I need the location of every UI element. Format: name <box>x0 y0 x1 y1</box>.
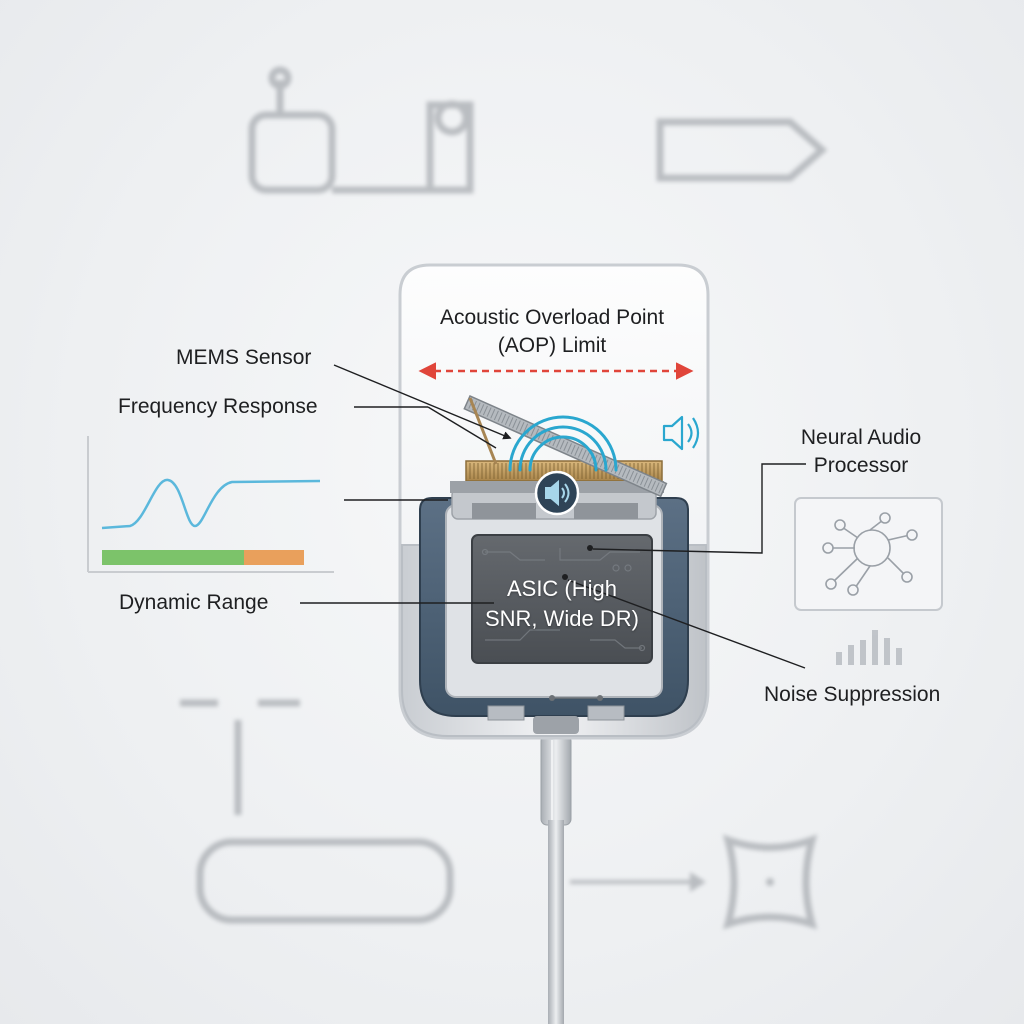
neural-label-line2: Processor <box>813 454 909 477</box>
neural-panel-frame <box>794 497 943 611</box>
mems-leader <box>333 364 512 440</box>
bg-arrow-shape-icon <box>656 118 828 182</box>
bracket-slot-left <box>472 503 536 519</box>
asic-chip-body <box>471 534 653 664</box>
asic-label-line2: SNR, Wide DR) <box>484 606 639 631</box>
sound-waves <box>508 415 618 472</box>
neural-network-panel <box>794 497 943 611</box>
speaker-wave-icon <box>545 479 570 507</box>
mems-sensor-label: MEMS Sensor <box>176 346 312 369</box>
asic-label: ASIC (High SNR, Wide DR) <box>472 574 652 634</box>
dynamic-range-green-bar <box>102 550 244 565</box>
noise-suppression-label: Noise Suppression <box>764 683 941 706</box>
bg-puzzle-icon <box>570 834 818 930</box>
bottom-tab-right <box>587 705 625 721</box>
frequency-curve <box>101 478 321 530</box>
bg-rounded-bar-icon <box>180 699 454 924</box>
equalizer-bars-icon <box>836 630 902 665</box>
aop-label-line2: (AOP) Limit <box>497 334 607 357</box>
noise-leader <box>567 579 806 669</box>
usb-cable <box>540 734 572 1024</box>
neural-label-line1: Neural Audio <box>800 426 922 449</box>
dynamic-range-label: Dynamic Range <box>119 591 269 614</box>
bottom-tab-left <box>487 705 525 721</box>
chip-traces <box>481 548 646 652</box>
asic-chip <box>471 534 653 664</box>
cable-connector <box>533 716 579 734</box>
speaker-badge <box>534 470 580 516</box>
side-speaker-icon <box>662 415 700 451</box>
noise-pointer-dot <box>562 574 568 580</box>
neural-pointer-dot <box>587 545 593 551</box>
frequency-response-label: Frequency Response <box>118 395 318 418</box>
dynamic-range-orange-bar <box>244 550 304 565</box>
aop-label-line1: Acoustic Overload Point <box>439 306 665 329</box>
neural-leader <box>592 463 806 554</box>
leader-lines <box>300 364 806 669</box>
bg-device-icon <box>248 66 474 194</box>
frequency-leader-b <box>427 406 497 449</box>
neural-processor-label: Neural Audio Processor <box>786 424 936 480</box>
neural-network-icon <box>822 512 918 596</box>
asic-label-line1: ASIC (High <box>506 576 618 601</box>
frequency-chart <box>87 436 334 573</box>
background-decorations <box>180 66 828 930</box>
aop-label: Acoustic Overload Point (AOP) Limit <box>412 304 692 360</box>
diaphragm-hinge <box>468 397 498 465</box>
bracket-slot-right <box>574 503 638 519</box>
